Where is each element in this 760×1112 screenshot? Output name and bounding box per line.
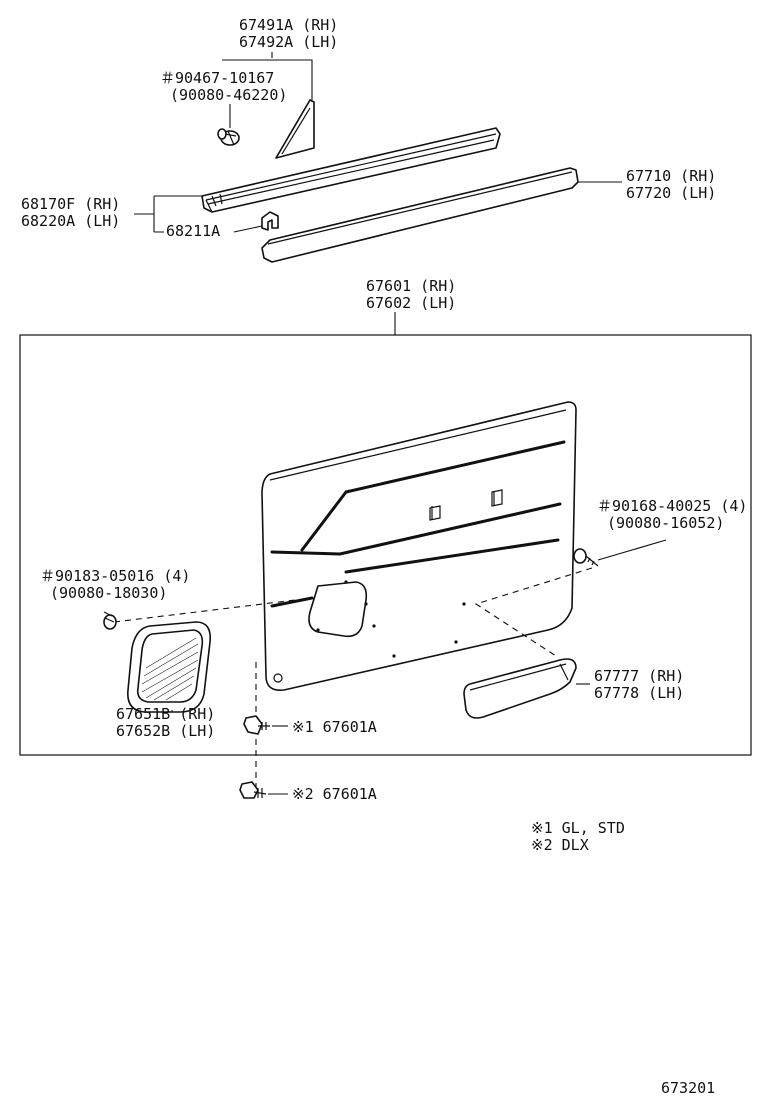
screw-left (103, 611, 117, 630)
leader-belt-weatherstrip (134, 195, 202, 233)
label-corner-piece: 67491A (RH) 67492A (LH) (239, 16, 339, 51)
assembly-line-left-screw (113, 597, 313, 623)
board-group-box (19, 334, 752, 756)
label-moulding: 67710 (RH) 67720 (LH) (626, 167, 717, 202)
label-screw-right: ＃90168-40025 (4) (90080-16052) (597, 497, 748, 532)
armrest (463, 658, 577, 719)
label-armrest: 67777 (RH) 67778 (LH) (594, 667, 685, 702)
label-belt-weatherstrip: 68170F (RH) 68220A (LH) (21, 195, 121, 230)
notes: ※1 GL, STD ※2 DLX (531, 819, 625, 854)
label-screw-left: ＃90183-05016 (4) (90080-18030) (40, 567, 191, 602)
diagram-id: 673201 (661, 1079, 716, 1097)
speaker-grille (127, 621, 212, 713)
trim-clip-1 (243, 715, 270, 735)
leader-weatherstrip-clip (233, 225, 263, 233)
label-trim-clip-2: ※2 67601A (292, 785, 377, 803)
door-moulding (261, 167, 579, 263)
screw-right (573, 548, 599, 567)
corner-piece (275, 99, 315, 159)
belt-weatherstrip (201, 127, 501, 213)
label-door-trim-board: 67601 (RH) 67602 (LH) (366, 277, 457, 312)
label-weatherstrip-clip: 68211A (166, 222, 221, 240)
corner-clip (217, 128, 240, 146)
leader-screw-right (597, 539, 667, 561)
trim-clip-2 (239, 781, 267, 799)
label-speaker-grille: 67651B (RH) 67652B (LH) (116, 705, 216, 740)
weatherstrip-clip (261, 211, 279, 231)
label-trim-clip-1: ※1 67601A (292, 718, 377, 736)
leader-corner-piece (222, 52, 313, 100)
door-trim-board (261, 401, 577, 692)
assembly-line-right-screw (474, 567, 593, 657)
label-corner-clip: ＃90467-10167 (90080-46220) (160, 69, 288, 104)
